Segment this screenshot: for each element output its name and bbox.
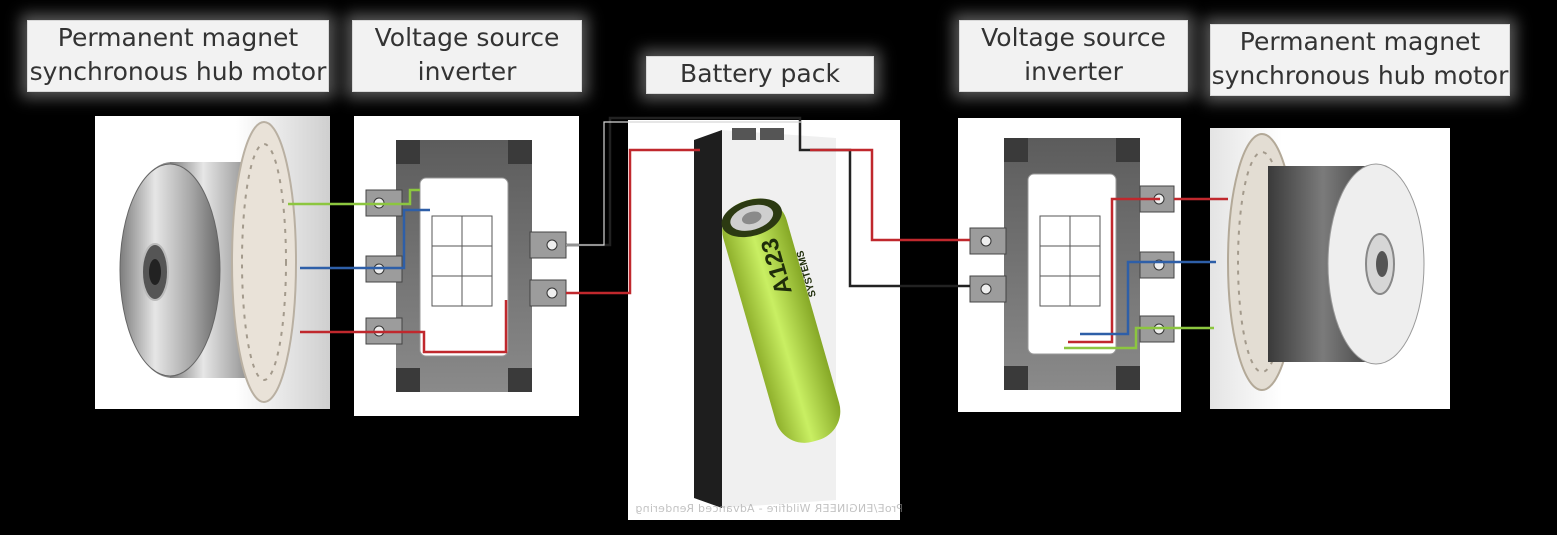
- label-motor-right-line1: Permanent magnet: [1239, 27, 1481, 56]
- label-motor-left-line1: Permanent magnet: [57, 23, 299, 52]
- label-motor-right-line2: synchronous hub motor: [1211, 61, 1509, 90]
- phase-wires-left: [288, 188, 508, 354]
- battery-cell: [721, 198, 841, 443]
- battery-pack: A123 SYSTEMS: [694, 128, 841, 508]
- label-inverter-right-line2: inverter: [1024, 57, 1123, 86]
- inverter-left: [365, 140, 567, 392]
- phase-wires-right: [1064, 197, 1228, 350]
- label-inverter-left: Voltage source inverter: [352, 20, 582, 92]
- label-battery: Battery pack: [646, 56, 874, 94]
- label-inverter-left-line2: inverter: [417, 57, 517, 86]
- label-motor-right: Permanent magnet synchronous hub motor: [1210, 24, 1510, 96]
- hub-motor-right: [1227, 133, 1425, 391]
- label-inverter-right: Voltage source inverter: [959, 20, 1188, 92]
- label-inverter-right-line1: Voltage source: [981, 23, 1166, 52]
- render-watermark: ProE/ENGINEER Wildfire - Advanced Render…: [635, 502, 903, 515]
- label-motor-left-line2: synchronous hub motor: [29, 57, 327, 86]
- label-battery-line1: Battery pack: [680, 59, 840, 88]
- dc-link-wires: [566, 116, 970, 295]
- label-motor-left: Permanent magnet synchronous hub motor: [27, 20, 329, 92]
- hub-motor-left: [119, 121, 297, 403]
- label-inverter-left-line1: Voltage source: [374, 23, 560, 52]
- inverter-right: [969, 138, 1175, 390]
